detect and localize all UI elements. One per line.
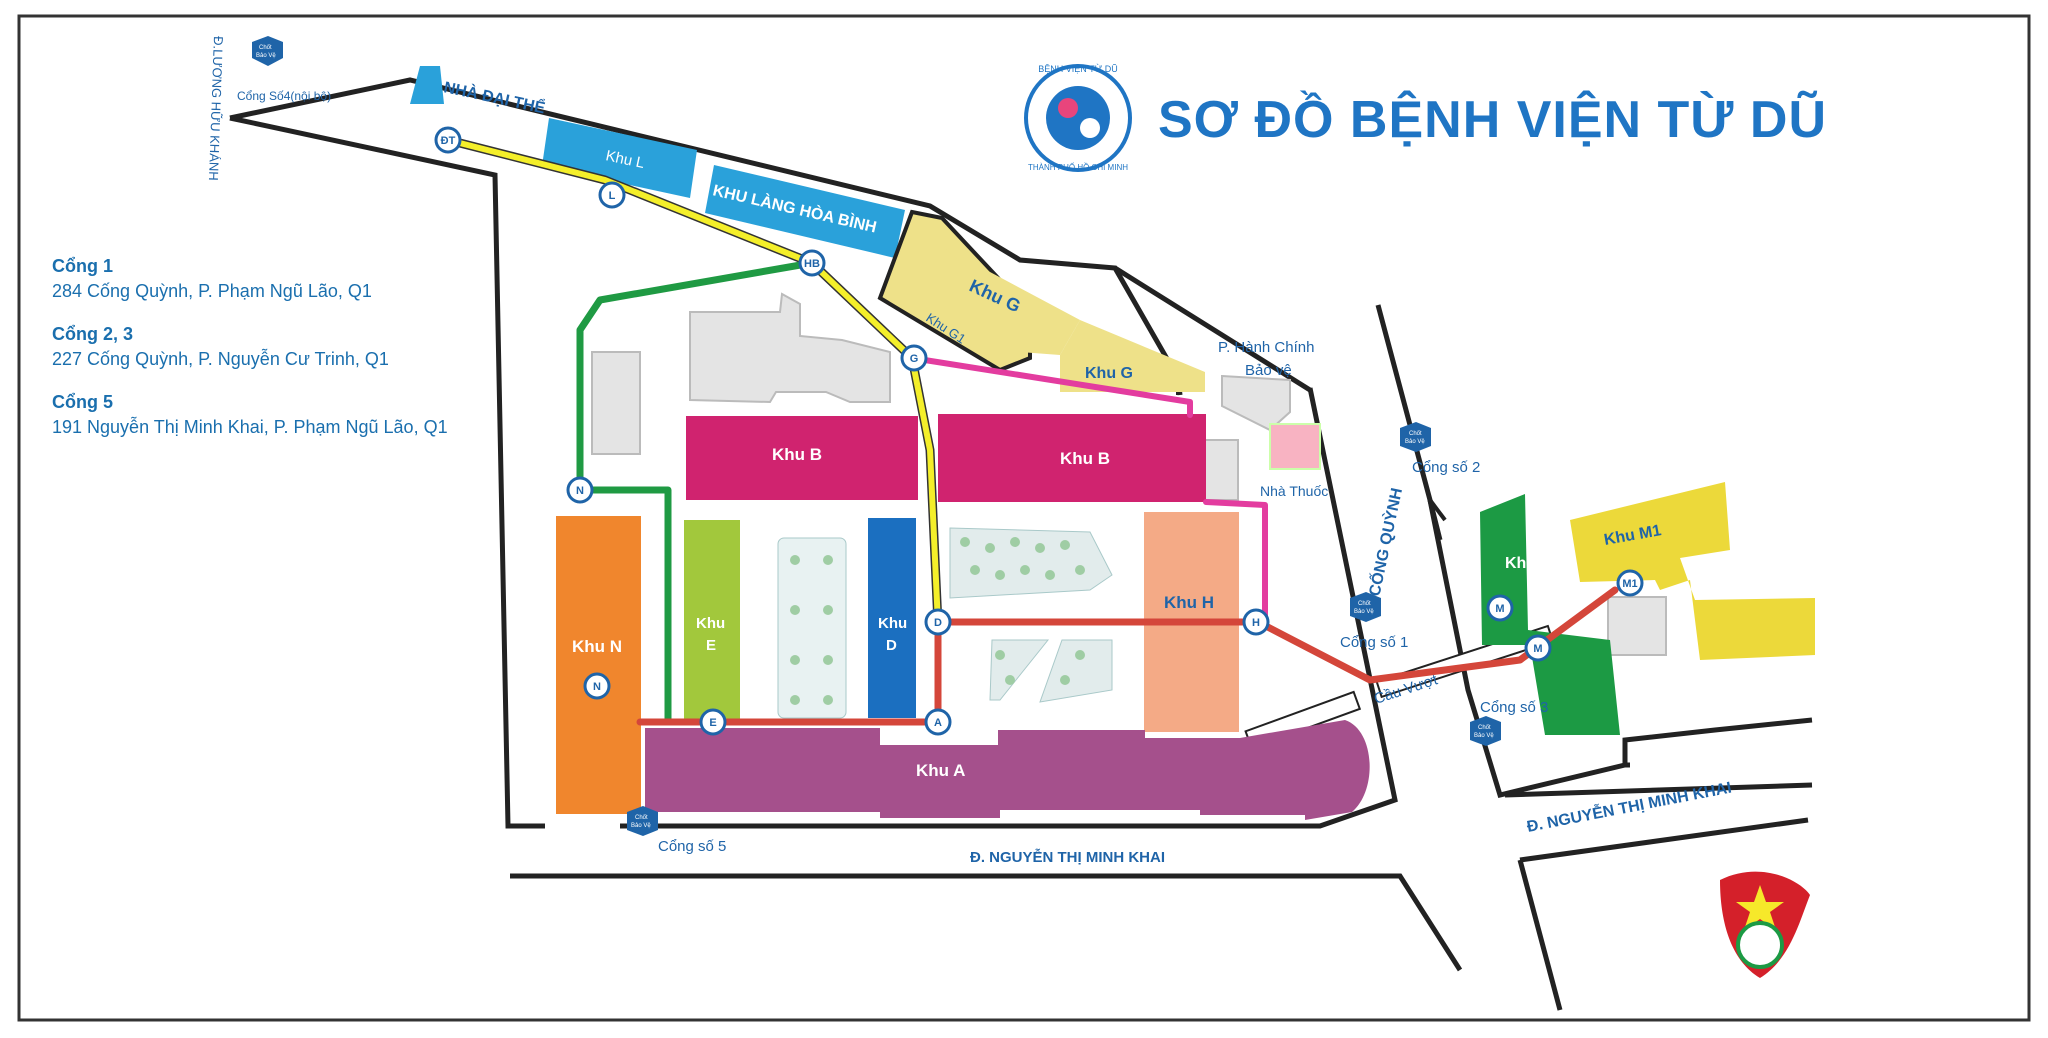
khu-b-right-building bbox=[938, 414, 1206, 502]
nha-dai-the-block bbox=[410, 66, 444, 104]
label-street-ntmk-right: Đ. NGUYỄN THỊ MINH KHAI bbox=[1525, 778, 1733, 836]
svg-text:L: L bbox=[609, 190, 616, 202]
khu-d-building bbox=[868, 518, 916, 718]
svg-text:G: G bbox=[910, 353, 919, 365]
gate-1-name: Cổng 1 bbox=[52, 256, 113, 276]
khu-m1-building bbox=[1570, 482, 1815, 660]
svg-text:Chốt: Chốt bbox=[1478, 725, 1491, 731]
svg-text:Chốt: Chốt bbox=[635, 815, 648, 821]
svg-text:Bảo Vệ: Bảo Vệ bbox=[256, 53, 276, 59]
svg-text:M1: M1 bbox=[1622, 578, 1637, 590]
gate-1-address: 284 Cống Quỳnh, P. Phạm Ngũ Lão, Q1 bbox=[52, 281, 372, 301]
svg-text:Chốt: Chốt bbox=[259, 45, 272, 51]
svg-text:N: N bbox=[593, 681, 601, 693]
map-frame bbox=[17, 14, 2031, 1022]
khu-lang-hoa-binh-building bbox=[705, 165, 905, 258]
label-khu-a: Khu A bbox=[916, 761, 965, 780]
khu-l-building bbox=[542, 118, 697, 198]
label-khu-h: Khu H bbox=[1164, 593, 1214, 612]
route-marker-letters: ĐT L HB G N N D A E H M M M1 bbox=[441, 135, 1638, 729]
gate-5-name: Cổng 5 bbox=[52, 392, 113, 412]
logo-ring-top: BỆNH VIỆN TỪ DŨ bbox=[1038, 64, 1118, 74]
khu-b-left-building bbox=[686, 416, 918, 500]
gate-info-list: Cổng 1 284 Cống Quỳnh, P. Phạm Ngũ Lão, … bbox=[52, 256, 448, 460]
gray-buildings bbox=[591, 292, 1667, 656]
svg-text:D: D bbox=[934, 617, 942, 629]
label-khu-b-right: Khu B bbox=[1060, 449, 1110, 468]
svg-text:Bảo Vệ: Bảo Vệ bbox=[631, 823, 651, 829]
khu-e-building bbox=[684, 520, 740, 720]
street-ntmk bbox=[510, 873, 1463, 972]
garden-trees bbox=[790, 537, 1085, 705]
label-khu-n: Khu N bbox=[572, 637, 622, 656]
label-street-luong-huu-khanh: Đ.LƯƠNG HỮU KHÁNH bbox=[206, 36, 226, 181]
route-marker-circles bbox=[434, 126, 1644, 736]
svg-text:Bảo Vệ: Bảo Vệ bbox=[1474, 733, 1494, 739]
svg-text:M: M bbox=[1495, 603, 1504, 615]
svg-text:M: M bbox=[1533, 643, 1542, 655]
label-khu-g-lower: Khu G bbox=[1085, 365, 1133, 382]
svg-text:Chốt: Chốt bbox=[1409, 431, 1422, 437]
svg-text:ĐT: ĐT bbox=[441, 135, 456, 147]
svg-text:HB: HB bbox=[804, 258, 820, 270]
label-cong-so-5: Cổng số 5 bbox=[658, 838, 726, 855]
label-hanh-chinh: P. Hành Chính bbox=[1218, 339, 1314, 356]
svg-text:H: H bbox=[1252, 617, 1260, 629]
label-cong-so-3: Cổng số 3 bbox=[1480, 699, 1548, 716]
logo-ring-bottom: THÀNH PHỐ HỒ CHÍ MINH bbox=[1028, 162, 1128, 172]
label-cong-so-2: Cổng số 2 bbox=[1412, 459, 1480, 476]
label-cong-so-4: Cổng Số4(nội bộ) bbox=[237, 89, 331, 103]
label-khu-d: Khu bbox=[878, 615, 907, 632]
svg-text:Chốt: Chốt bbox=[1358, 601, 1371, 607]
gardens bbox=[777, 527, 1113, 719]
khu-g-lower bbox=[1060, 320, 1205, 392]
khu-a-building bbox=[645, 720, 1370, 820]
label-nha-thuoc: Nhà Thuốc bbox=[1260, 483, 1328, 499]
guard-posts bbox=[252, 36, 1501, 836]
label-bao-ve: Bảo vệ bbox=[1245, 362, 1292, 379]
svg-text:N: N bbox=[576, 485, 584, 497]
label-khu-e-letter: E bbox=[706, 637, 716, 654]
gate-5-address: 191 Nguyễn Thị Minh Khai, P. Phạm Ngũ Lã… bbox=[52, 417, 448, 437]
label-nha-dai-the: NHÀ ĐẠI THỂ bbox=[442, 77, 547, 117]
khu-m-building bbox=[1480, 494, 1620, 735]
label-street-cong-quynh: Đ. CỐNG QUỲNH bbox=[1359, 486, 1406, 618]
label-cong-so-1: Cổng số 1 bbox=[1340, 634, 1408, 651]
label-khu-b-left: Khu B bbox=[772, 445, 822, 464]
label-street-ntmk: Đ. NGUYỄN THỊ MINH KHAI bbox=[970, 849, 1165, 866]
label-khu-d-letter: D bbox=[886, 637, 897, 654]
label-khu-e: Khu bbox=[696, 615, 725, 632]
gate-2-3-name: Cổng 2, 3 bbox=[52, 324, 134, 344]
khu-n-building bbox=[556, 516, 641, 814]
west-wall bbox=[229, 115, 545, 829]
label-khu-m: Khu M bbox=[1505, 555, 1554, 572]
svg-text:E: E bbox=[709, 717, 716, 729]
khu-g-upper bbox=[945, 248, 1080, 355]
hospital-logo bbox=[1024, 64, 1132, 172]
page-title: SƠ ĐỒ BỆNH VIỆN TỪ DŨ bbox=[1158, 91, 1827, 149]
youth-union-logo bbox=[1720, 871, 1810, 978]
gate-2-3-address: 227 Cống Quỳnh, P. Nguyễn Cư Trinh, Q1 bbox=[52, 349, 389, 369]
east-wall bbox=[620, 387, 1398, 829]
svg-text:Bảo Vệ: Bảo Vệ bbox=[1354, 609, 1374, 615]
svg-text:Bảo Vệ: Bảo Vệ bbox=[1405, 439, 1425, 445]
svg-text:A: A bbox=[934, 717, 942, 729]
